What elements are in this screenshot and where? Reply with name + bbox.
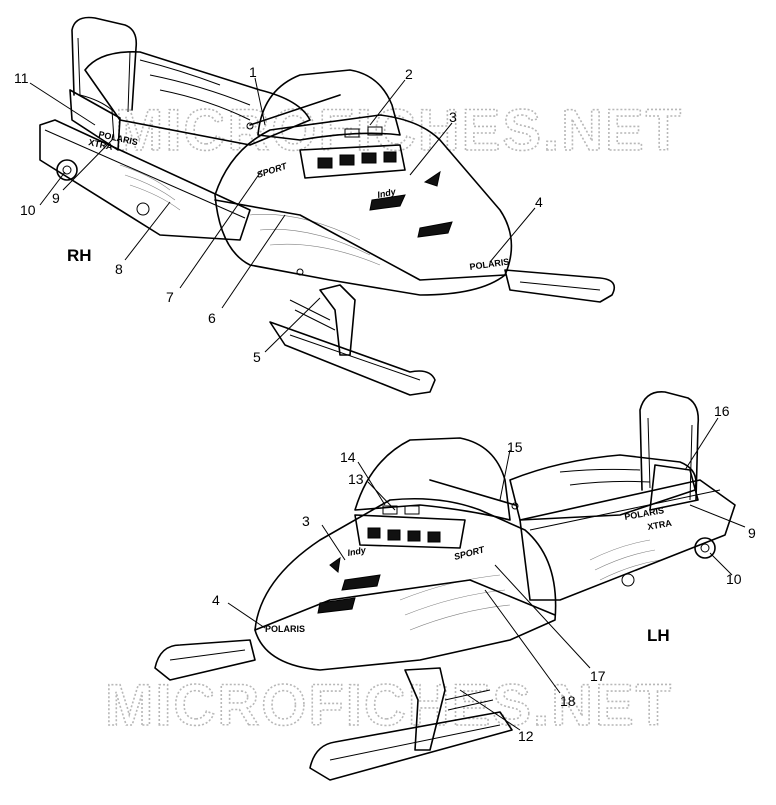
rh-callout-2: 2	[405, 66, 413, 82]
rh-gauge-decal-2	[367, 126, 383, 136]
lh-windshield	[354, 437, 511, 521]
rh-hood	[214, 114, 513, 296]
lh-gauge-decal-2	[404, 505, 420, 515]
rh-callout-11: 11	[14, 70, 29, 86]
rh-windshield	[257, 69, 401, 141]
rh-console-decal	[317, 151, 397, 169]
lh-hood	[254, 497, 557, 671]
rh-polaris-front-decal: POLARIS	[469, 257, 510, 272]
lh-gauge-decal-1	[382, 505, 398, 515]
rh-vent-decal-1	[369, 194, 406, 211]
lh-indy-decal: Indy	[347, 545, 368, 558]
lh-polaris-front-decal: POLARIS	[265, 624, 305, 634]
lh-callout-9: 9	[748, 525, 756, 541]
rh-callout-1: 1	[249, 64, 257, 80]
rh-vent-decal-2	[417, 221, 453, 238]
lh-vent-decal-2	[317, 597, 356, 614]
rh-ski-left	[269, 321, 436, 396]
lh-callout-15: 16	[714, 403, 730, 419]
rh-snowmobile: SPORT Indy POLARIS POLARIS XTRA	[39, 16, 616, 396]
rh-handlebar	[249, 94, 341, 126]
lh-callout-3: 3	[302, 513, 310, 529]
rh-backrest	[71, 16, 138, 111]
lh-xtra-decal: XTRA	[647, 518, 673, 532]
rh-callout-6: 6	[208, 310, 216, 326]
rh-callout-9: 9	[52, 190, 60, 206]
lh-tunnel	[519, 479, 736, 601]
rh-side-label: RH	[67, 246, 92, 265]
lh-callout-13: 14	[340, 449, 356, 465]
rh-tunnel	[39, 119, 251, 241]
rh-spindle	[319, 284, 356, 356]
lh-vent-decal-1	[341, 574, 381, 591]
lh-spindle	[404, 667, 446, 751]
rh-callout-5: 5	[253, 349, 261, 365]
lh-side-label: LH	[647, 626, 670, 645]
lh-handlebar	[429, 479, 516, 506]
lh-sport-decal: SPORT	[453, 544, 487, 562]
lh-ski-right	[309, 711, 513, 781]
lh-grab-rail	[649, 464, 699, 511]
rh-callout-3: 3	[449, 109, 457, 125]
rh-leader-lines	[29, 77, 536, 353]
lh-ski-left	[154, 639, 256, 681]
rh-seat	[84, 51, 311, 146]
lh-callout-10: 10	[726, 571, 742, 587]
rh-callout-7: 7	[166, 289, 174, 305]
lh-backrest	[639, 391, 700, 501]
rh-ski-right	[504, 269, 616, 303]
rh-callout-4: 4	[535, 194, 543, 210]
lh-callout-17: 18	[560, 693, 576, 709]
lh-snowmobile: SPORT Indy POLARIS POLARIS XTRA	[154, 391, 736, 781]
rh-callout-10: 10	[20, 202, 36, 218]
watermark-bottom: MICROFICHES.NET	[105, 673, 673, 738]
lh-leader-lines	[227, 417, 746, 731]
rh-gauge-decal-1	[344, 128, 360, 138]
rh-sport-decal: SPORT	[256, 160, 290, 180]
lh-callout-14: 15	[507, 439, 523, 455]
rh-callout-8: 8	[115, 261, 123, 277]
lh-rear-wheel	[694, 537, 716, 559]
lh-callout-12: 13	[348, 471, 364, 487]
lh-callout-16: 17	[590, 668, 606, 684]
lh-console-decal	[367, 527, 441, 543]
rh-rear-wheel	[56, 159, 78, 181]
lh-callout-18: 12	[518, 728, 534, 744]
lh-callout-4: 4	[212, 592, 220, 608]
